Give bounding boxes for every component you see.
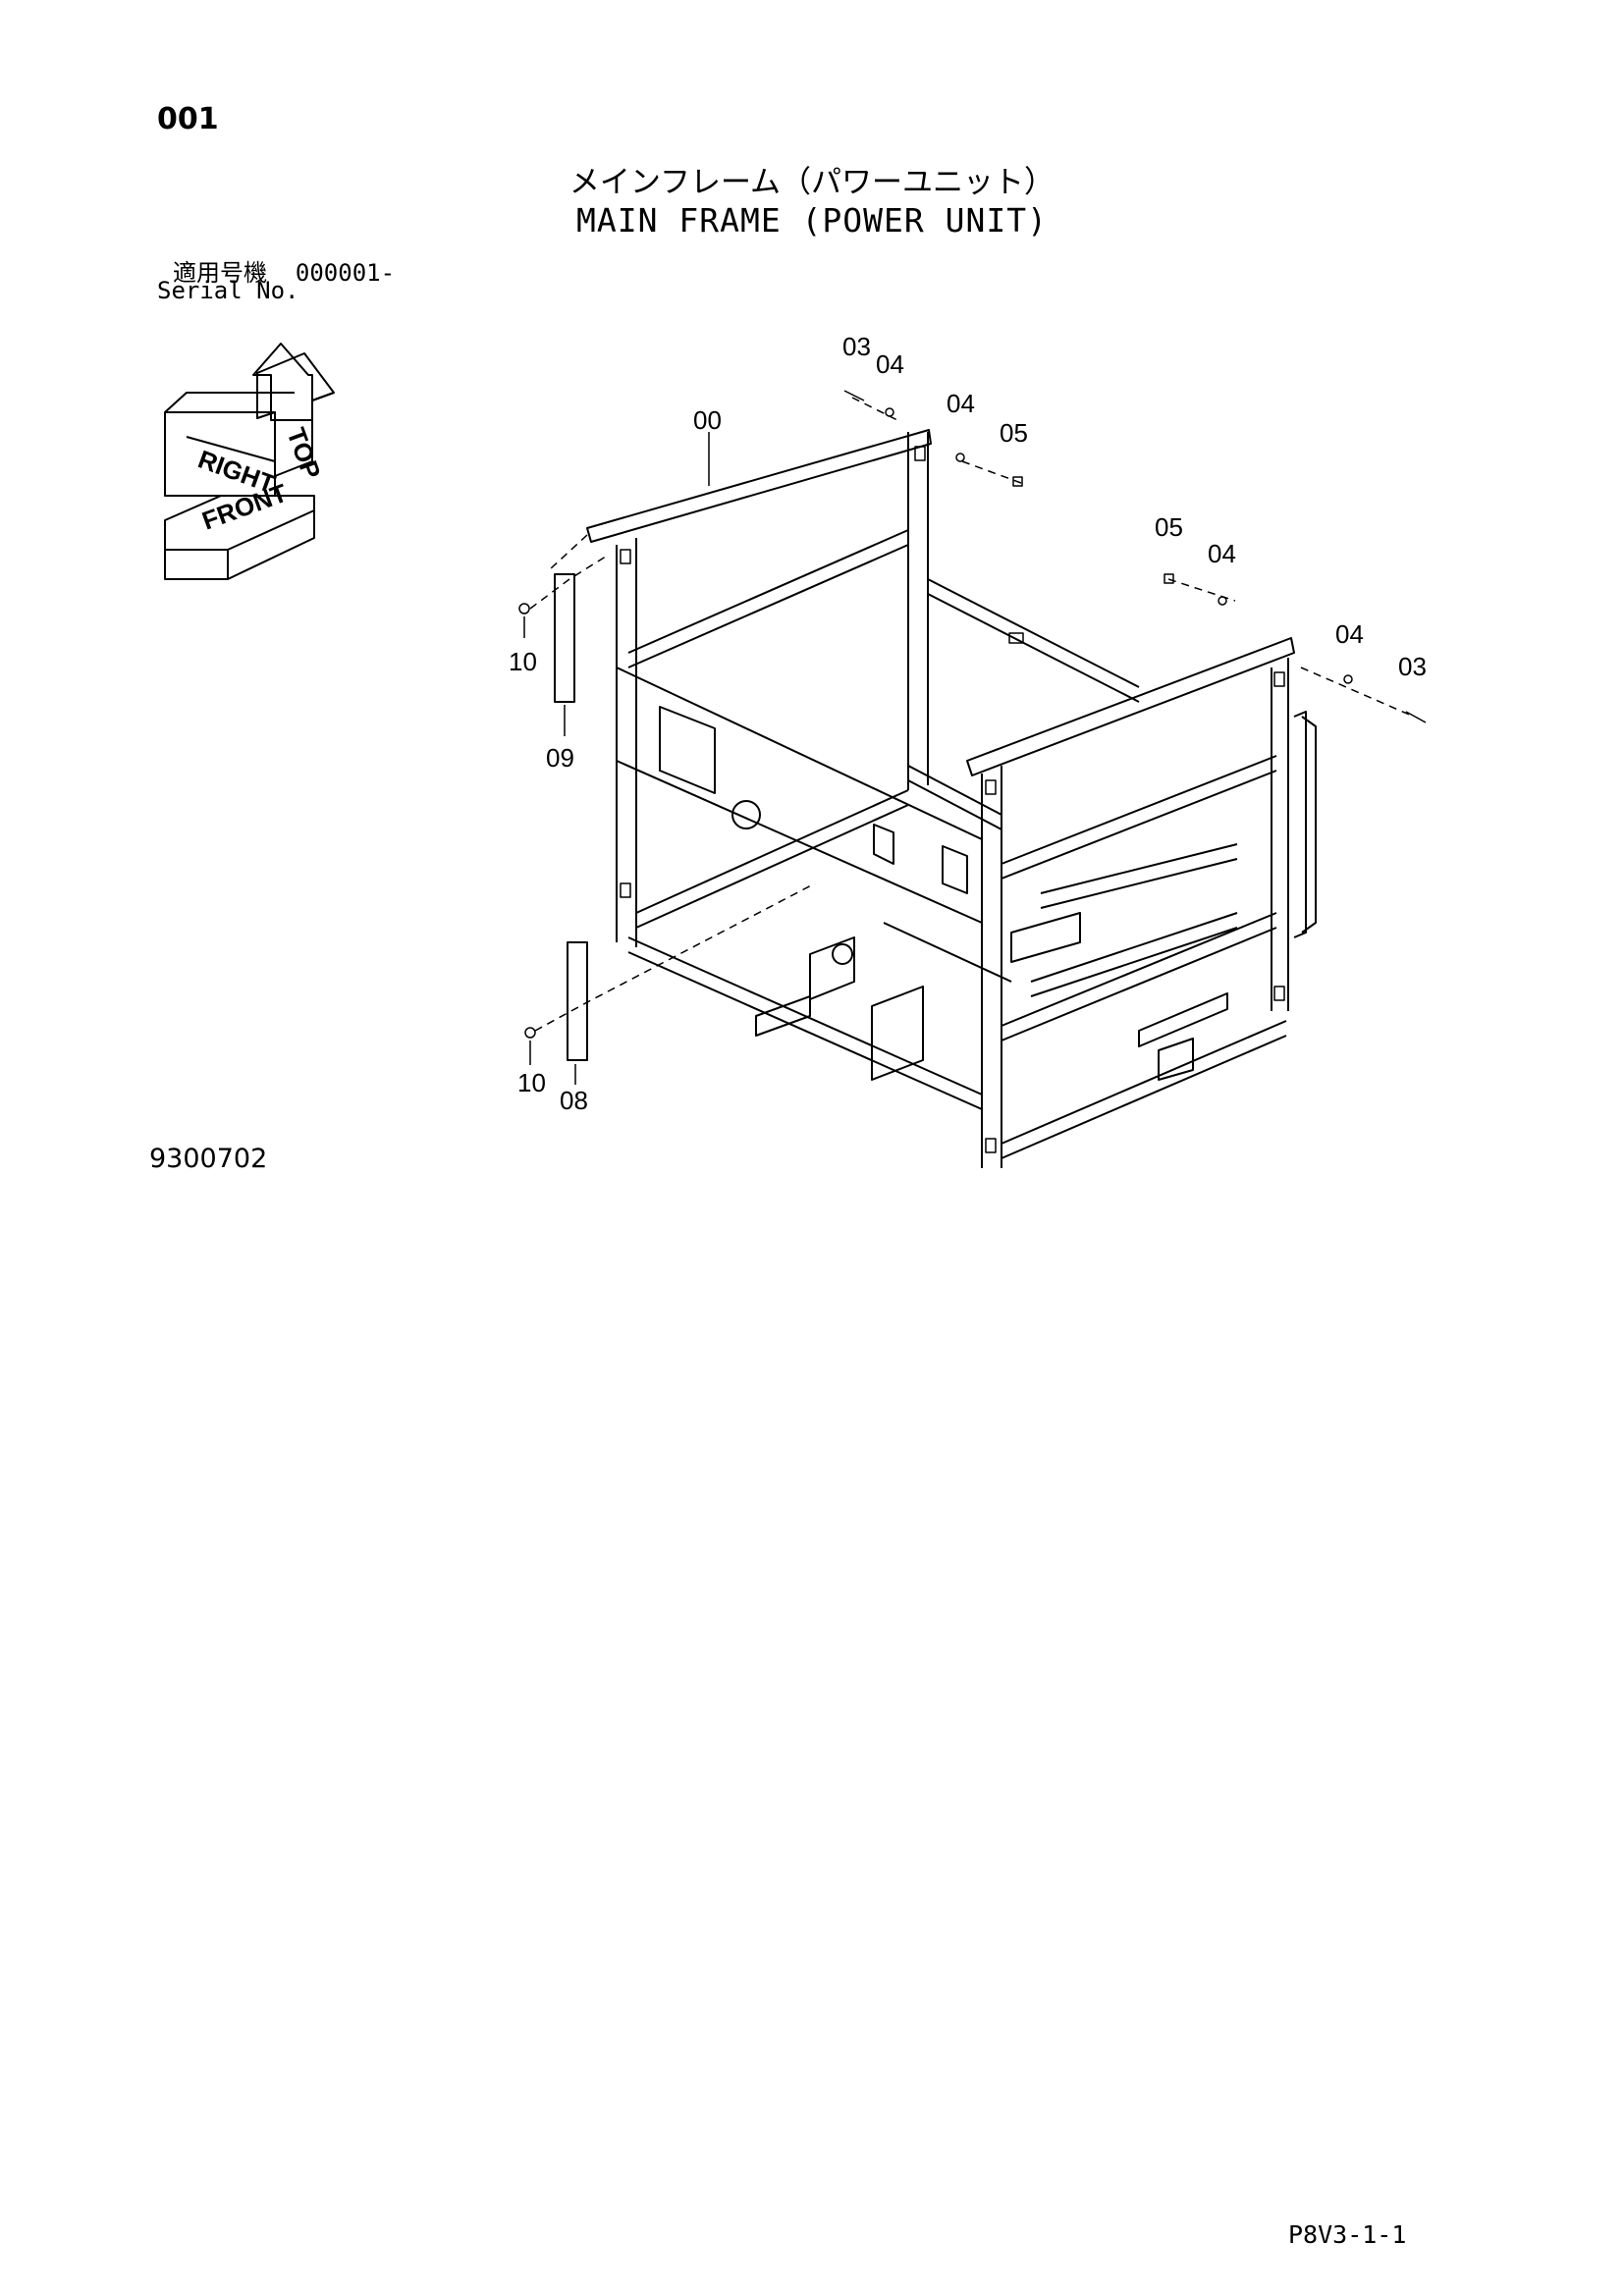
- washer-top-left-a-shape: [885, 407, 894, 417]
- frame-tab-4: [1273, 671, 1285, 687]
- front-panel: [616, 667, 983, 924]
- inner-block: [1010, 912, 1081, 963]
- page-number: 001: [157, 102, 219, 136]
- top-arrow-edge: [311, 392, 335, 401]
- drawing-number: 9300702: [149, 1144, 268, 1174]
- nut-top-right-shape: [1164, 573, 1174, 584]
- bottom-beam-front: [627, 936, 983, 1110]
- base-bracket-1: [809, 936, 855, 1000]
- callout-05-right: 05: [1155, 512, 1183, 542]
- mid-beam-right: [1001, 912, 1277, 1041]
- side-handle-inner: [1301, 716, 1317, 934]
- plate-08-shape: [567, 941, 588, 1061]
- mid-beam-left: [635, 789, 909, 929]
- base-lug-2: [1138, 992, 1228, 1047]
- title-japanese: メインフレーム（パワーユニット）: [568, 165, 1056, 200]
- inner-rail-1: [1040, 843, 1238, 909]
- dash-rail-left: [549, 534, 588, 570]
- title-english: MAIN FRAME (POWER UNIT): [576, 201, 1048, 240]
- top-arrow-outline: [256, 352, 335, 477]
- washer-top-left-b-shape: [955, 453, 965, 462]
- frame-tab-7: [1273, 986, 1285, 1001]
- frame-tab-6: [985, 1138, 997, 1153]
- cube-label-top: TOP: [281, 424, 326, 483]
- callout-04-right-b: 04: [1335, 619, 1364, 649]
- right-band-top: [164, 392, 295, 413]
- bottom-beam-right: [1001, 1020, 1287, 1159]
- plate-09-shape: [554, 573, 575, 703]
- base-bracket-hole: [832, 943, 853, 965]
- front-band: [164, 495, 315, 580]
- front-panel-cutout: [942, 845, 968, 894]
- callout-10-lower: 10: [517, 1068, 546, 1097]
- mid-beam-inner: [907, 765, 1002, 830]
- frame-tab-1: [620, 549, 631, 564]
- washer-top-right-a-shape: [1218, 596, 1227, 606]
- base-lug-3: [1158, 1038, 1194, 1081]
- callout-03-left: 03: [842, 332, 871, 361]
- screw-upper-shape: [518, 603, 530, 614]
- top-rail-left: [586, 429, 932, 543]
- upper-beam-left: [627, 529, 909, 668]
- front-panel-hole: [731, 800, 761, 829]
- serial-value: 000001-: [295, 259, 396, 287]
- side-handle-outer: [1293, 711, 1307, 938]
- callout-04-left-b: 04: [947, 389, 975, 418]
- callout-05-left: 05: [1000, 418, 1028, 448]
- serial-label-jp-text: 適用号機: [173, 259, 267, 287]
- post-back-left: [907, 432, 929, 790]
- dash-top-right-2: [1300, 667, 1415, 718]
- frame-tab-3: [985, 779, 997, 795]
- screw-lower-shape: [524, 1027, 536, 1039]
- right-band-mid: [186, 436, 276, 462]
- top-rail-right: [966, 637, 1295, 776]
- main-frame-drawing: [586, 429, 1317, 1168]
- serial-label-japanese: 適用号機 000001-: [173, 253, 395, 288]
- dash-plate-09: [529, 554, 610, 610]
- post-back-right: [1271, 658, 1289, 1011]
- callout-03-right: 03: [1398, 652, 1427, 681]
- base-bracket-2: [871, 986, 924, 1081]
- callout-09: 09: [546, 743, 574, 773]
- upper-beam-right: [1001, 755, 1277, 880]
- base-lug-1: [755, 995, 811, 1037]
- serial-label-english: Serial No.: [157, 277, 299, 304]
- callout-10-upper: 10: [509, 647, 537, 676]
- front-panel-cutout-small: [873, 824, 894, 865]
- callout-04-left-a: 04: [876, 349, 904, 379]
- orientation-cube: [164, 343, 335, 580]
- inner-rail-2: [1030, 912, 1238, 997]
- bolt-top-right: [1405, 711, 1427, 723]
- dash-top-left-1: [851, 397, 902, 423]
- nut-top-left-shape: [1012, 476, 1023, 487]
- top-arrow-shape: [252, 343, 313, 421]
- post-front-left: [616, 538, 637, 947]
- callout-00: 00: [693, 405, 722, 435]
- callout-08: 08: [560, 1086, 588, 1115]
- dash-top-left-2: [961, 460, 1022, 484]
- post-front-right: [981, 766, 1002, 1168]
- frame-tab-2: [914, 446, 926, 461]
- callout-04-right-a: 04: [1208, 539, 1236, 568]
- front-panel-window: [659, 706, 716, 794]
- bolt-top-left: [843, 390, 865, 401]
- dash-plate-08: [534, 882, 816, 1032]
- upper-beam-back: [927, 578, 1140, 703]
- sheet-id: P8V3-1-1: [1288, 2220, 1407, 2249]
- bottom-beam-inner: [883, 922, 1012, 983]
- frame-tab-8: [1008, 632, 1024, 644]
- frame-tab-5: [620, 882, 631, 898]
- washer-top-right-b-shape: [1343, 674, 1353, 684]
